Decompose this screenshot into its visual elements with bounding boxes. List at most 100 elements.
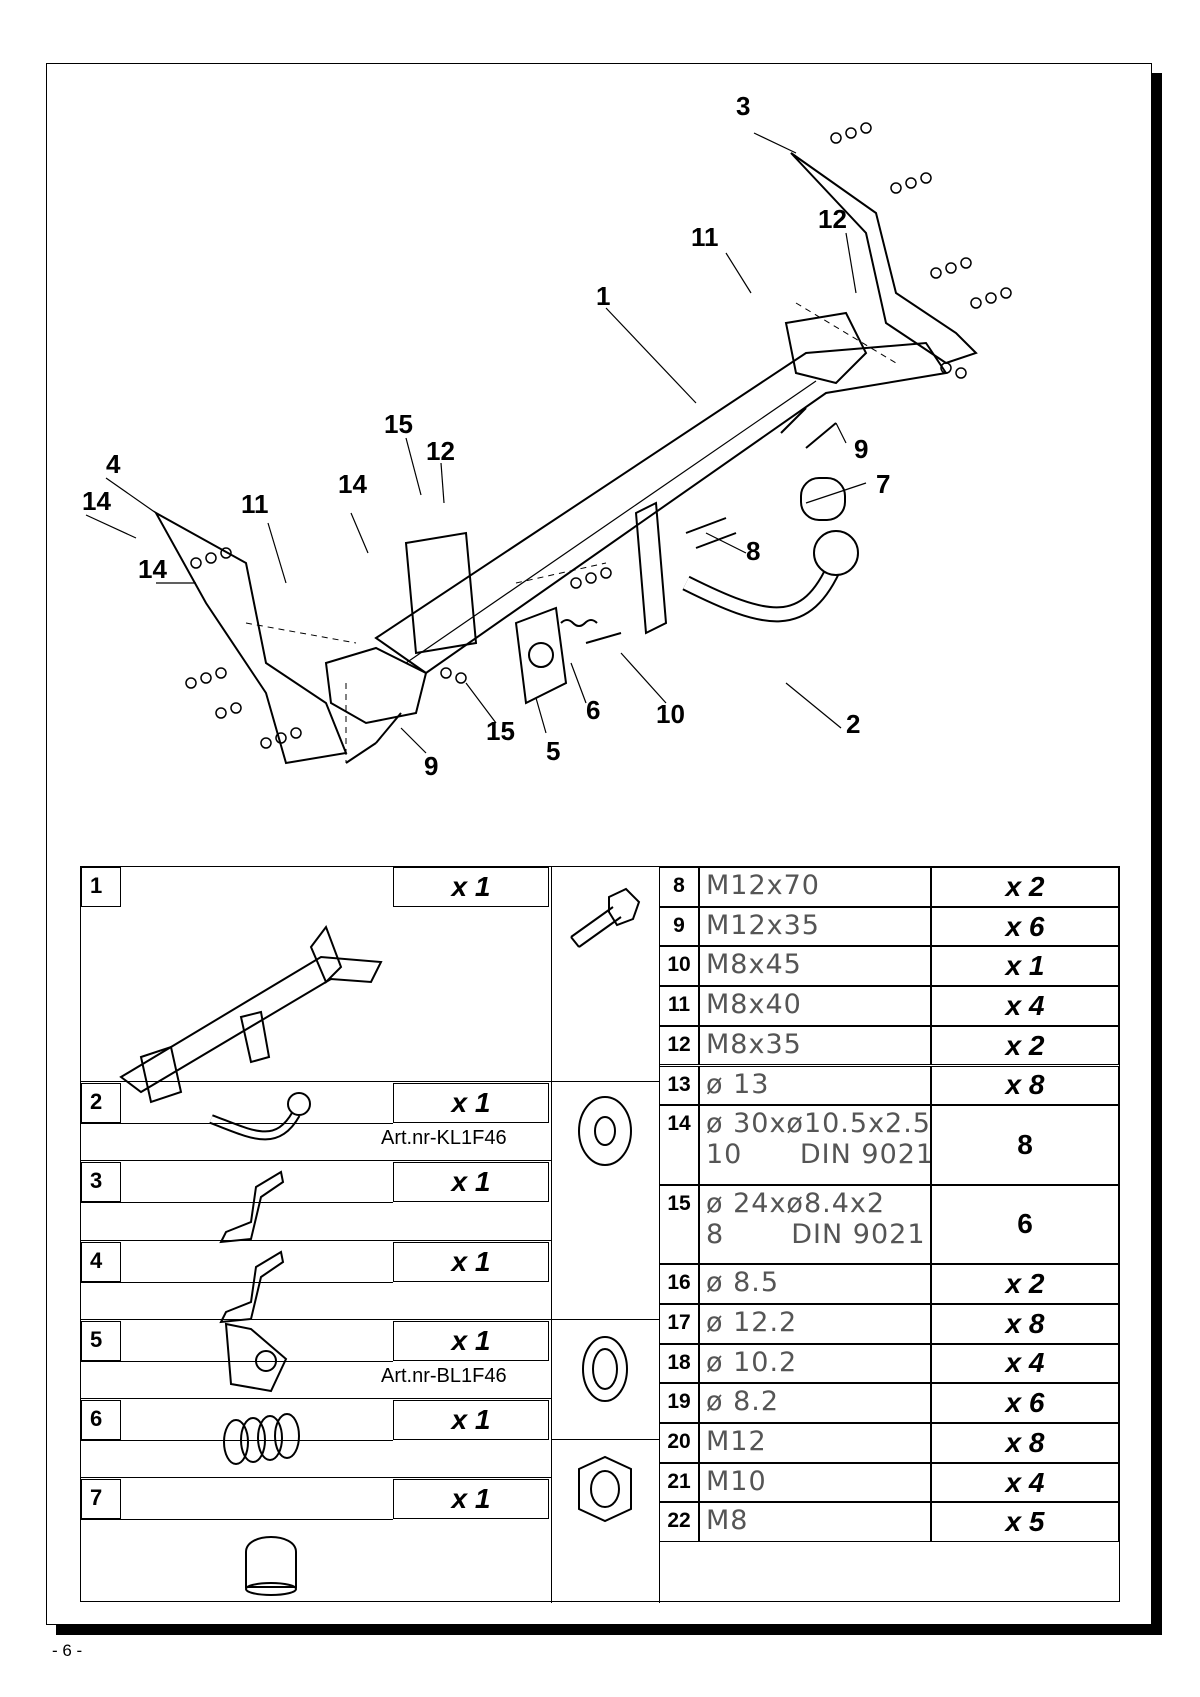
hardware-spec: M8x45: [699, 946, 931, 987]
hardware-spec: M12: [699, 1423, 931, 1463]
hardware-qty: x 8: [931, 1065, 1119, 1106]
callout-14-c: 14: [338, 469, 367, 499]
hardware-spec-line: ø 8.5: [706, 1267, 780, 1299]
page-number: - 6 -: [52, 1641, 83, 1660]
hardware-qty: x 2: [931, 1264, 1119, 1304]
crossbeam-icon: [119, 924, 383, 1104]
hardware-qty: x 2: [931, 1025, 1119, 1066]
nut-icon: [578, 1455, 632, 1523]
part-num: 6: [81, 1400, 121, 1440]
callout-3: 3: [736, 91, 750, 121]
hardware-qty: 8: [931, 1105, 1119, 1185]
hardware-spec: ø 8.2: [699, 1383, 931, 1423]
hardware-spec-line: ø 8.2: [706, 1386, 780, 1418]
hardware-num: 16: [659, 1264, 699, 1304]
hardware-qty: 6: [931, 1184, 1119, 1265]
hardware-spec-line: 8 DIN 9021: [706, 1218, 926, 1250]
hardware-spec-line: M10: [706, 1465, 767, 1497]
hardware-qty: x 4: [931, 1462, 1119, 1503]
hardware-num: 15: [659, 1184, 699, 1265]
hardware-spec-line: M12x35: [706, 909, 820, 941]
bolt-icon-cell: [551, 867, 659, 1081]
hardware-spec: ø 8.5: [699, 1264, 931, 1304]
towball-ball: [813, 530, 859, 576]
hardware-qty: x 8: [931, 1303, 1119, 1344]
part-qty: x 1: [393, 1162, 549, 1202]
bolt-icon: [570, 887, 641, 948]
arm-3-shape: [790, 152, 978, 365]
arm-4-icon: [211, 1247, 291, 1327]
callout-11-right: 11: [691, 222, 719, 252]
callout-2: 2: [846, 709, 860, 739]
part-art-number: Art.nr-BL1F46: [381, 1365, 507, 1387]
hardware-qty: x 6: [931, 906, 1119, 947]
arm-4-shape: [153, 510, 348, 765]
hardware-num: 14: [659, 1105, 699, 1185]
hardware-spec: M12x35: [699, 906, 931, 947]
hardware-spec: ø 13: [699, 1065, 931, 1106]
hardware-spec: M8: [699, 1502, 931, 1543]
part-qty: x 1: [393, 1479, 549, 1519]
hardware-num: 21: [659, 1462, 699, 1503]
ball-cap-icon: [241, 1527, 301, 1597]
hardware-spec-line: ø 24xø8.4x2: [706, 1187, 886, 1219]
hardware-qty: x 5: [931, 1502, 1119, 1543]
hardware-qty: x 2: [931, 867, 1119, 907]
hardware-num: 17: [659, 1303, 699, 1344]
hardware-num: 12: [659, 1025, 699, 1066]
part-num: 5: [81, 1321, 121, 1361]
hardware-spec-line: M8x45: [706, 949, 802, 981]
part-qty: x 1: [393, 1242, 549, 1282]
hardware-spec-line: M8x35: [706, 1028, 802, 1060]
part-num: 7: [81, 1479, 121, 1519]
callout-10: 10: [656, 699, 685, 729]
hardware-qty: x 8: [931, 1423, 1119, 1463]
hardware-spec-line: 10 DIN 9021: [706, 1139, 931, 1171]
part-num: 4: [81, 1242, 121, 1282]
hardware-num: 11: [659, 986, 699, 1026]
callout-6: 6: [586, 695, 600, 725]
assembly-svg: 1 2 3 4 5 6 7 8 9 9 10 11 11 12 12 14 14…: [82, 91, 1012, 781]
callout-1: 1: [596, 281, 610, 311]
washer-icon: [578, 1096, 632, 1166]
spring-washer-icon-cell: [551, 1319, 659, 1439]
part-num: 2: [81, 1083, 121, 1123]
part-num: 1: [81, 867, 121, 907]
callout-4: 4: [106, 449, 121, 479]
hardware-spec-line: M8x40: [706, 989, 802, 1021]
callout-9-left: 9: [424, 751, 438, 781]
hardware-num: 10: [659, 946, 699, 987]
hardware-spec: M8x35: [699, 1025, 931, 1066]
hardware-spec-line: M8: [706, 1505, 749, 1537]
right-bracket-shape: [784, 311, 868, 385]
part-art-number: Art.nr-KL1F46: [381, 1127, 507, 1149]
nut-icon-cell: [551, 1439, 659, 1603]
hardware-num: 8: [659, 867, 699, 907]
parts-table: 1 x 1 2 x 1 Art.nr-KL1F46 3 x 1 4 x 1 5 …: [80, 866, 1120, 1603]
callout-15-bottom: 15: [486, 716, 515, 746]
hardware-spec: M10: [699, 1462, 931, 1503]
part-qty: x 1: [393, 867, 549, 907]
crossbeam-shape: [374, 341, 948, 675]
hardware-spec-line: ø 10.2: [706, 1346, 798, 1378]
part-1-image: [101, 907, 401, 1107]
hardware-spec-line: M12x70: [706, 870, 820, 901]
hardware-spec-line: ø 30xø10.5x2.5: [706, 1108, 931, 1140]
part-qty: x 1: [393, 1083, 549, 1123]
spring-icon: [211, 1402, 311, 1472]
callout-7: 7: [876, 469, 890, 499]
hardware-qty: x 4: [931, 986, 1119, 1026]
callout-14-a: 14: [82, 486, 111, 516]
callout-9-right: 9: [854, 434, 868, 464]
socket-plate-shape: [514, 606, 568, 705]
arm-3-icon: [211, 1167, 291, 1247]
hardware-spec: M8x40: [699, 986, 931, 1026]
hardware-spec-line: M12: [706, 1426, 767, 1457]
hardware-spec-line: ø 12.2: [706, 1306, 798, 1338]
part-qty: x 1: [393, 1400, 549, 1440]
hardware-num: 13: [659, 1065, 699, 1106]
exploded-assembly-drawing: 1 2 3 4 5 6 7 8 9 9 10 11 11 12 12 14 14…: [46, 63, 1152, 843]
hardware-num: 20: [659, 1423, 699, 1463]
callout-11-left: 11: [241, 489, 269, 519]
